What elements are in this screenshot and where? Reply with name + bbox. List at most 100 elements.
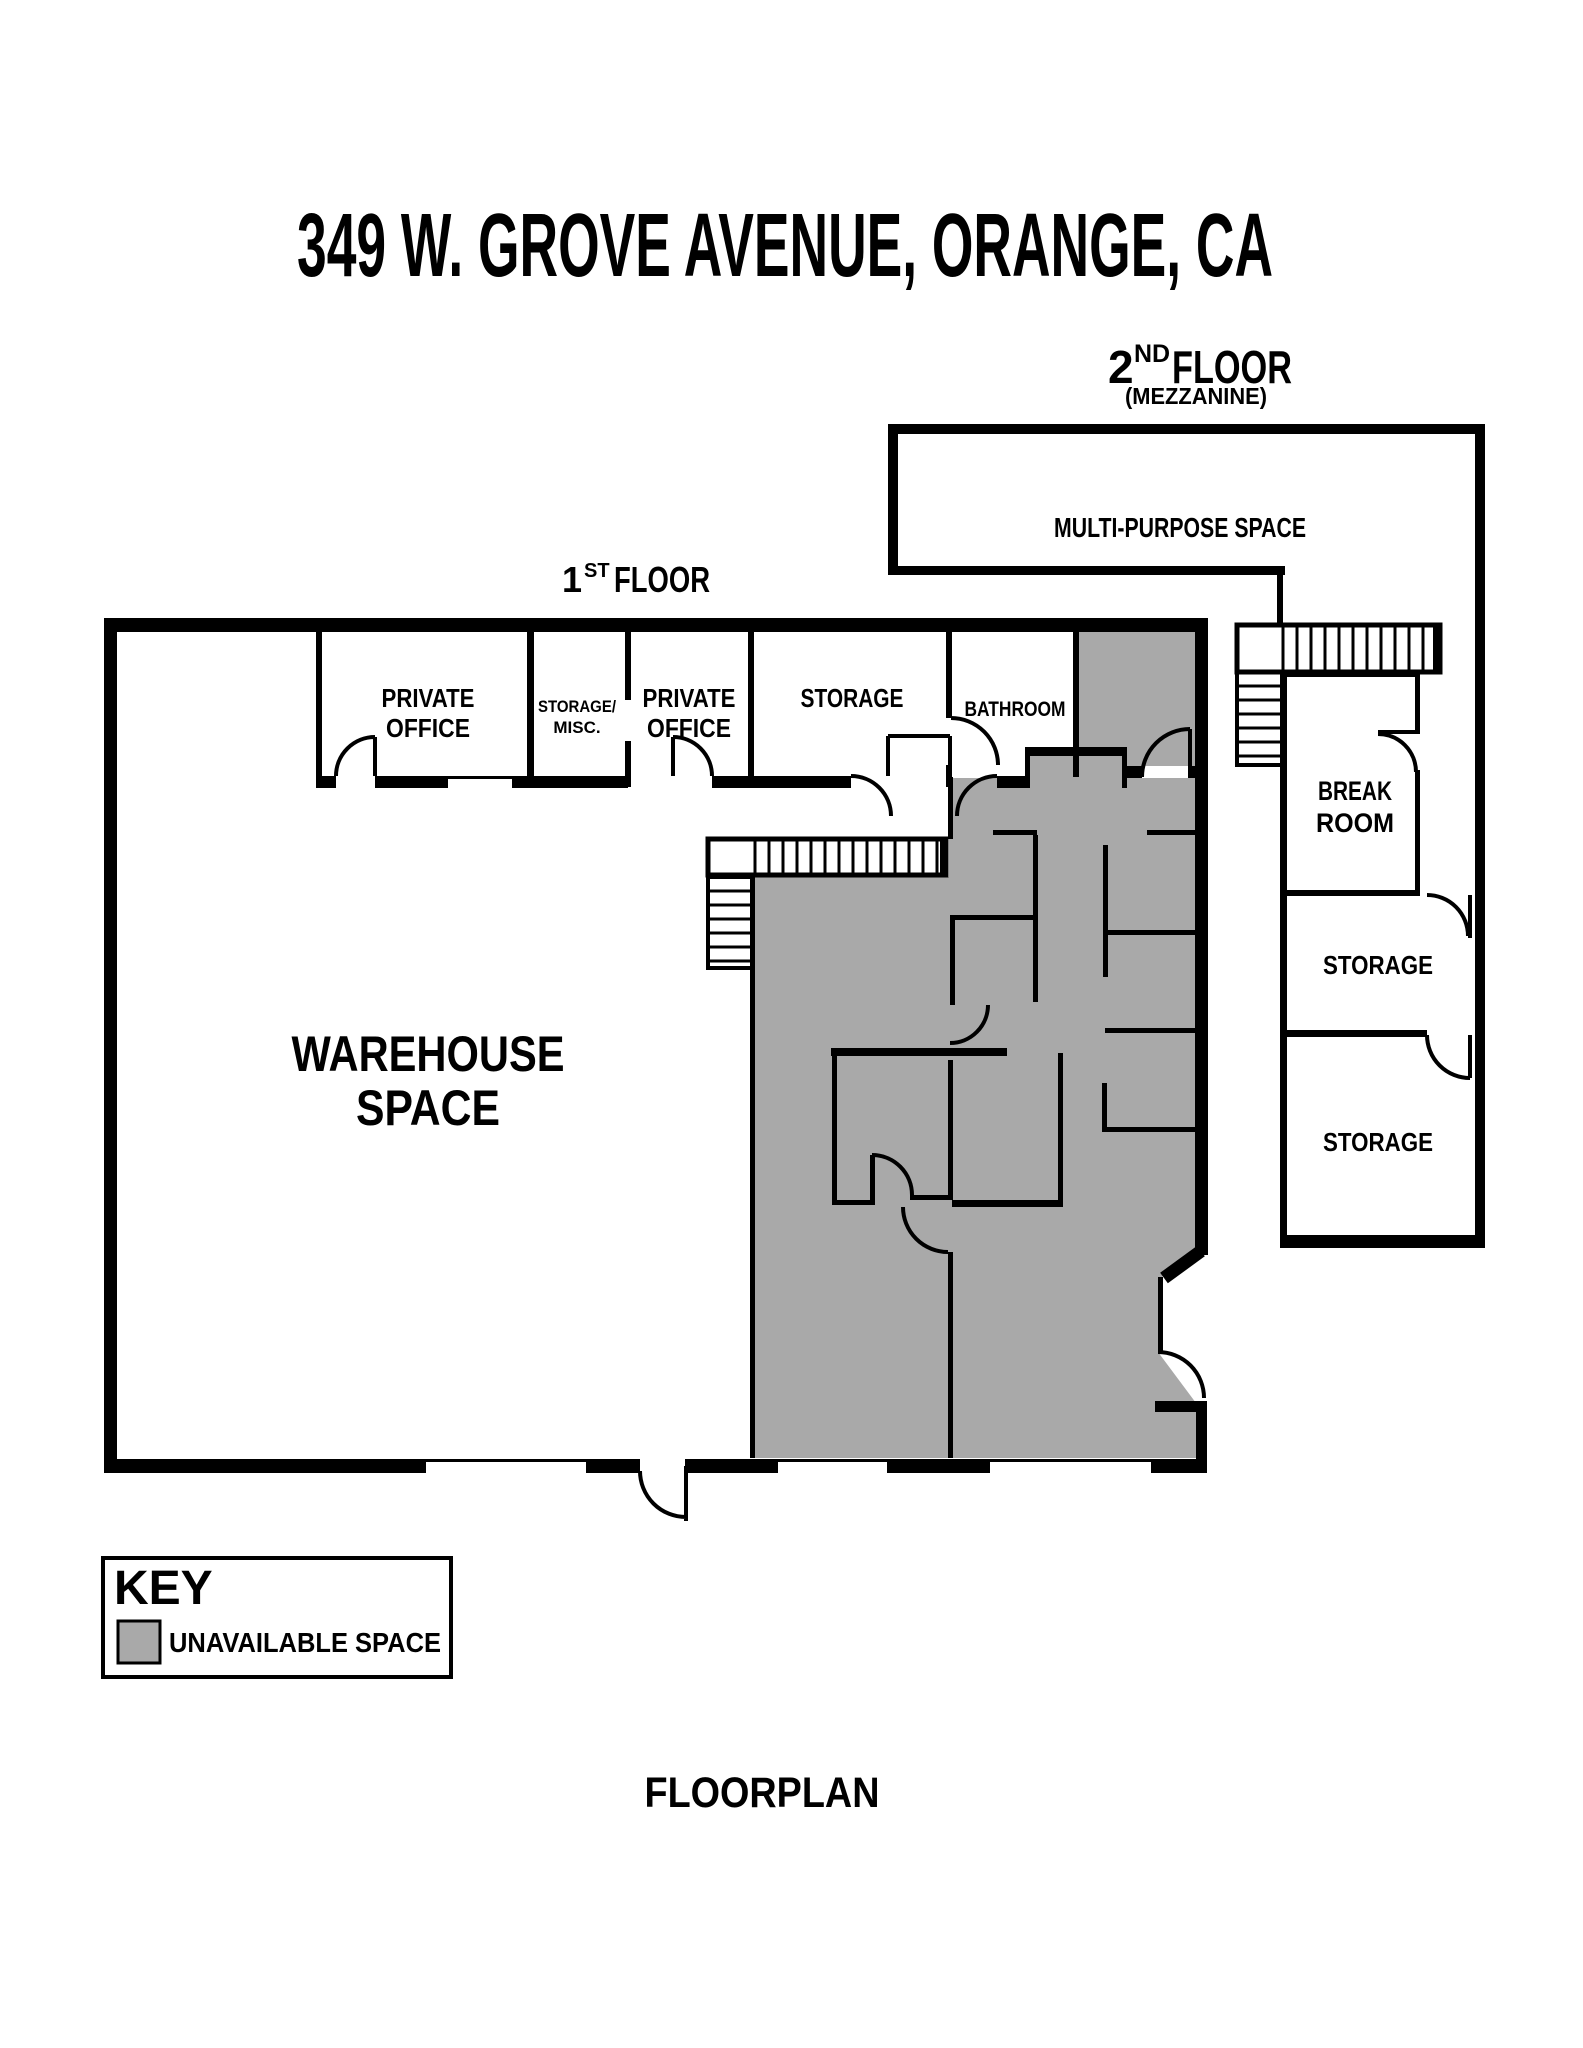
door-storage-double	[850, 734, 998, 817]
first-floor-label: 1 ST FLOOR	[562, 559, 710, 600]
wall-toprow-bottom	[997, 776, 1030, 788]
key-box	[101, 1556, 453, 1679]
wall-office1-right	[527, 632, 534, 787]
wall-outer-top	[104, 618, 1208, 632]
svg-text:1: 1	[562, 559, 582, 600]
opening-threshold	[426, 1459, 586, 1462]
wall-gray-interior	[870, 1155, 875, 1205]
wall-mezzanine-left	[888, 424, 898, 572]
wall-toprow-bottom	[375, 776, 448, 788]
wall-column-bottom	[1280, 1235, 1485, 1248]
wall-bathroom-step	[1127, 766, 1142, 778]
wall-office1-left	[316, 632, 322, 787]
opening-threshold	[448, 776, 512, 779]
wall-gray-interior	[1105, 1028, 1195, 1033]
wall-storagemisc-right-lower	[625, 741, 631, 787]
wall-gray-interior	[1102, 1083, 1107, 1132]
key-title: KEY	[114, 1562, 213, 1615]
wall-breakroom-right-lower	[1415, 770, 1420, 892]
walls	[104, 424, 1485, 1473]
door-break-room	[1377, 730, 1420, 773]
wall-gray-interior	[950, 917, 955, 1005]
key-legend: KEY UNAVAILABLE SPACE	[101, 1556, 453, 1679]
svg-text:OFFICE: OFFICE	[386, 713, 470, 743]
svg-text:MISC.: MISC.	[553, 718, 600, 737]
svg-text:FLOOR: FLOOR	[614, 559, 710, 600]
door-bathroom	[950, 716, 1000, 766]
svg-text:OFFICE: OFFICE	[647, 713, 731, 743]
wall-outer-bottom	[586, 1459, 640, 1473]
wall-gray-interior	[1058, 1053, 1063, 1207]
unavailable-area-top-right-room	[1078, 628, 1201, 766]
wall-breakroom-bottom	[1280, 890, 1420, 896]
door-private-office-1	[334, 735, 377, 777]
door-storage-bottom	[1425, 1034, 1472, 1080]
room-warehouse-label: WAREHOUSE SPACE	[292, 1026, 565, 1136]
wall-gray-interior	[910, 1195, 948, 1200]
door-gray-interior	[949, 1004, 990, 1045]
door-private-office-2	[671, 735, 714, 777]
wall-gray-interior	[948, 777, 953, 839]
wall-outer-right	[1195, 618, 1208, 1255]
room-storage-top-label: STORAGE	[801, 683, 904, 713]
room-private-office-1-label: PRIVATE OFFICE	[382, 683, 475, 743]
wall-outer-bottom	[1151, 1459, 1207, 1473]
wall-gray-left-boundary	[750, 877, 755, 1458]
wall-gray-interior	[993, 830, 1037, 835]
wall-mezzanine-top	[888, 424, 1485, 434]
wall-mezzanine-bottom	[888, 566, 1285, 575]
wall-gray-interior	[831, 1048, 1007, 1056]
room-storage-mid-label: STORAGE	[1323, 950, 1433, 980]
door-storage-mid	[1426, 893, 1472, 938]
svg-text:ST: ST	[584, 560, 610, 582]
door-gray-exit-right	[1157, 1350, 1206, 1399]
wall-gray-interior	[952, 1200, 1062, 1207]
wall-gray-interior	[948, 1060, 953, 1200]
wall-toprow-bottom	[316, 776, 336, 788]
gray-unavailable-region	[753, 628, 1201, 1458]
wall-gray-interior	[832, 1053, 837, 1205]
stairs-center	[705, 836, 949, 970]
stairs-upper-right	[1234, 622, 1443, 767]
door-warehouse-exterior	[638, 1466, 688, 1521]
room-private-office-2-label: PRIVATE OFFICE	[643, 683, 736, 743]
wall-outer-bottom	[685, 1459, 778, 1473]
room-bathroom-label: BATHROOM	[965, 698, 1066, 721]
unavailable-area-main	[753, 756, 1196, 1458]
svg-text:SPACE: SPACE	[356, 1080, 500, 1136]
wall-column-left-upper	[1277, 572, 1283, 625]
wall-storage-left	[748, 632, 754, 787]
svg-text:2: 2	[1108, 341, 1134, 393]
wall-toprow-bottom	[512, 776, 628, 788]
mezzanine-label: (MEZZANINE)	[1125, 383, 1267, 409]
wall-column-right	[1475, 424, 1485, 1248]
wall-breakroom-right-upper	[1415, 677, 1420, 732]
opening-threshold	[778, 1459, 887, 1462]
wall-gray-interior	[948, 1252, 953, 1458]
door-gray-top-right-room	[1140, 727, 1192, 778]
wall-gray-interior	[1103, 1127, 1195, 1132]
wall-step	[1196, 1401, 1207, 1470]
wall-outer-bottom	[104, 1459, 426, 1473]
wall-step	[1158, 1277, 1163, 1352]
room-break-room-label: BREAK ROOM	[1316, 776, 1394, 838]
svg-text:WAREHOUSE: WAREHOUSE	[292, 1026, 565, 1082]
wall-outer-left	[104, 618, 117, 1473]
wall-bathroom-step	[1025, 747, 1030, 788]
svg-text:ROOM: ROOM	[1316, 808, 1394, 838]
door-gray-middle	[901, 1206, 949, 1254]
floorplan-caption: FLOORPLAN	[645, 1769, 880, 1817]
wall-column-left	[1280, 672, 1287, 1235]
wall-gray-interior	[1147, 830, 1195, 835]
room-storage-misc-label: STORAGE/ MISC.	[538, 697, 616, 737]
wall-bathroom-step	[1190, 766, 1202, 778]
wall-bathroom-right	[1073, 632, 1079, 777]
room-storage-bottom-label: STORAGE	[1323, 1127, 1433, 1157]
wall-bathroom-left-upper	[946, 632, 952, 718]
door-gray-vestibule	[871, 1153, 914, 1196]
door-arcs	[334, 716, 1472, 1521]
wall-gray-interior	[950, 915, 1037, 920]
wall-toprow-bottom	[712, 776, 851, 788]
wall-bathroom-step	[1122, 747, 1127, 788]
